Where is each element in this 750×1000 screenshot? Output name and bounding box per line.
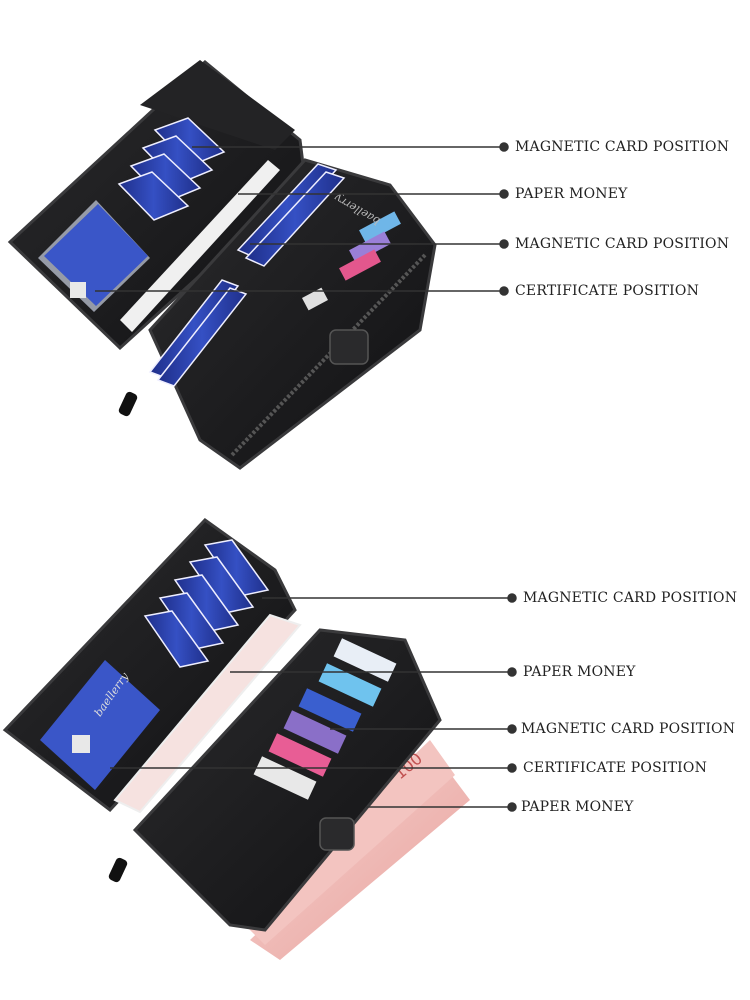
- bottom-left-card-slots: [143, 539, 270, 668]
- callout-lines: [95, 142, 517, 812]
- top-callout-certificate: CERTIFICATE POSITION: [515, 283, 700, 299]
- bottom-callout-paper-money-1: PAPER MONEY: [523, 664, 636, 680]
- bottom-wallet: 100 baellerry: [2, 518, 470, 960]
- top-id-window: [38, 200, 150, 312]
- bottom-callout-paper-money-2: PAPER MONEY: [521, 799, 634, 815]
- bottom-zipper-pull: [108, 857, 128, 883]
- top-callout-magnetic-card-2: MAGNETIC CARD POSITION: [515, 236, 730, 252]
- bottom-id-window: [40, 660, 160, 790]
- top-wallet: baellerry: [7, 60, 437, 470]
- top-zipper-pull: [118, 391, 138, 417]
- bottom-snap-tab: [319, 817, 355, 851]
- top-wallet-flap: [140, 60, 295, 150]
- top-inner-cards: [302, 211, 401, 311]
- bottom-inner-cards: [253, 638, 397, 800]
- bottom-callout-magnetic-card-1: MAGNETIC CARD POSITION: [523, 590, 738, 606]
- top-zipper: [230, 253, 427, 457]
- top-right-card-slots: [148, 163, 346, 387]
- top-callout-magnetic-card-1: MAGNETIC CARD POSITION: [515, 139, 730, 155]
- top-snap-tab: [329, 329, 369, 365]
- bottom-callout-certificate: CERTIFICATE POSITION: [523, 760, 708, 776]
- bottom-paper-money-slot: [113, 613, 302, 814]
- top-paper-money-slot: [120, 160, 280, 332]
- top-left-card-slots: [117, 117, 226, 221]
- top-callout-paper-money: PAPER MONEY: [515, 186, 628, 202]
- bottom-callout-magnetic-card-2: MAGNETIC CARD POSITION: [521, 721, 736, 737]
